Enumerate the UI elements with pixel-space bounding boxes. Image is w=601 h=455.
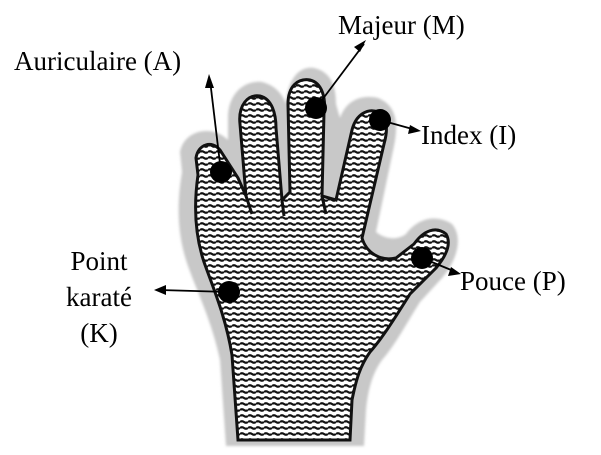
label-pouce: Pouce (P) <box>460 266 566 296</box>
label-karate-line-1: Point <box>66 243 132 279</box>
point-karate-dot <box>218 281 240 303</box>
point-majeur-dot <box>305 97 327 119</box>
label-auriculaire: Auriculaire (A) <box>14 46 181 76</box>
label-karate-line-2: karaté <box>66 279 132 315</box>
point-pouce-dot <box>411 247 433 269</box>
label-point-karate: Point karaté (K) <box>66 243 132 351</box>
label-majeur: Majeur (M) <box>338 10 465 40</box>
label-karate-line-3: (K) <box>66 315 132 351</box>
point-auriculaire-dot <box>210 161 232 183</box>
point-index-dot <box>369 109 391 131</box>
label-index: Index (I) <box>421 120 516 150</box>
